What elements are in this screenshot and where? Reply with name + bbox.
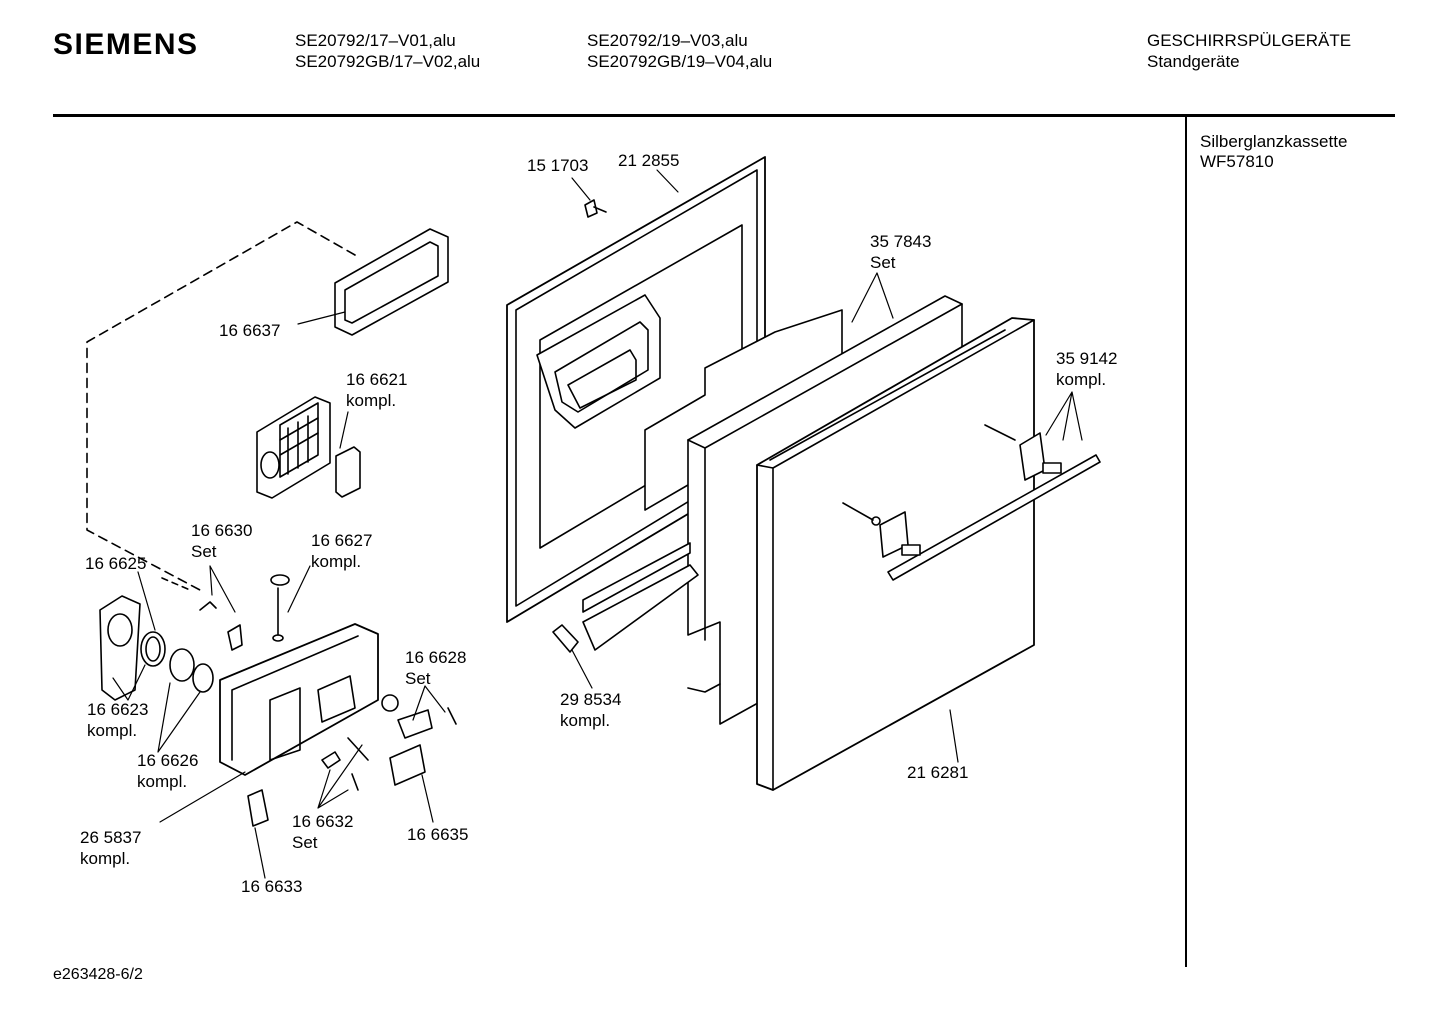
cartridge-holder-part — [256, 396, 361, 499]
header-divider — [53, 114, 1395, 117]
dispenser-housing-part — [219, 623, 379, 776]
sidebar-note: Silberglanzkassette WF57810 — [1200, 132, 1347, 172]
screw-part — [584, 199, 607, 218]
part-label-357843: 35 7843 Set — [870, 232, 932, 272]
sidebar-line: WF57810 — [1200, 152, 1274, 171]
part-label-212855: 21 2855 — [618, 151, 680, 170]
model-number: SE20792GB/17–V02,alu — [295, 52, 481, 71]
bracket-part — [247, 789, 269, 827]
sidebar-divider — [1185, 117, 1187, 967]
door-handle-part — [842, 424, 1101, 581]
part-label-166625: 16 6625 — [85, 554, 147, 573]
part-label-166632: 16 6632 Set — [292, 812, 354, 852]
window-gasket-part — [334, 228, 449, 336]
drawing-code: e263428-6/2 — [53, 966, 143, 983]
spring-set-part — [321, 737, 369, 791]
part-label-166628: 16 6628 Set — [405, 648, 467, 688]
model-number: SE20792/17–V01,alu — [295, 31, 456, 50]
part-label-265837: 26 5837 kompl. — [80, 828, 142, 868]
part-label-166633: 16 6633 — [241, 877, 303, 896]
seal-ring-part — [140, 631, 166, 667]
leader-lines — [112, 169, 1083, 879]
category-title: GESCHIRRSPÜLGERÄTE — [1147, 31, 1352, 50]
lever-spring-part — [199, 601, 243, 651]
sidebar-line: Silberglanzkassette — [1200, 132, 1348, 151]
assembly-group-outline — [86, 221, 356, 591]
part-label-166635: 16 6635 — [407, 825, 469, 844]
assembly-dash-link — [161, 577, 191, 591]
part-label-216281: 21 6281 — [907, 763, 969, 782]
part-label-166630: 16 6630 Set — [191, 521, 253, 561]
appliance-category: GESCHIRRSPÜLGERÄTE Standgeräte — [1147, 30, 1351, 72]
valve-set-part — [381, 694, 457, 739]
part-label-166627: 16 6627 kompl. — [311, 531, 373, 571]
model-number: SE20792/19–V03,alu — [587, 31, 748, 50]
model-list-2: SE20792/19–V03,alu SE20792GB/19–V04,alu — [587, 30, 772, 72]
model-list-1: SE20792/17–V01,alu SE20792GB/17–V02,alu — [295, 30, 480, 72]
part-label-151703: 15 1703 — [527, 156, 589, 175]
part-label-359142: 35 9142 kompl. — [1056, 349, 1118, 389]
float-part — [270, 574, 290, 642]
part-label-298534: 29 8534 kompl. — [560, 690, 622, 730]
outer-door-panel-part — [756, 317, 1035, 791]
seal-ring-inner — [145, 636, 161, 662]
model-number: SE20792GB/19–V04,alu — [587, 52, 773, 71]
category-subtitle: Standgeräte — [1147, 52, 1240, 71]
door-rail-part — [552, 542, 699, 653]
part-label-166626: 16 6626 kompl. — [137, 751, 199, 791]
part-label-166637: 16 6637 — [219, 321, 281, 340]
dispenser-lid-part — [99, 595, 141, 701]
part-label-166621: 16 6621 kompl. — [346, 370, 408, 410]
part-label-166623: 16 6623 kompl. — [87, 700, 149, 740]
relay-part — [389, 744, 426, 786]
dispenser-cap-part — [169, 648, 214, 693]
brand-logo: SIEMENS — [53, 28, 199, 61]
